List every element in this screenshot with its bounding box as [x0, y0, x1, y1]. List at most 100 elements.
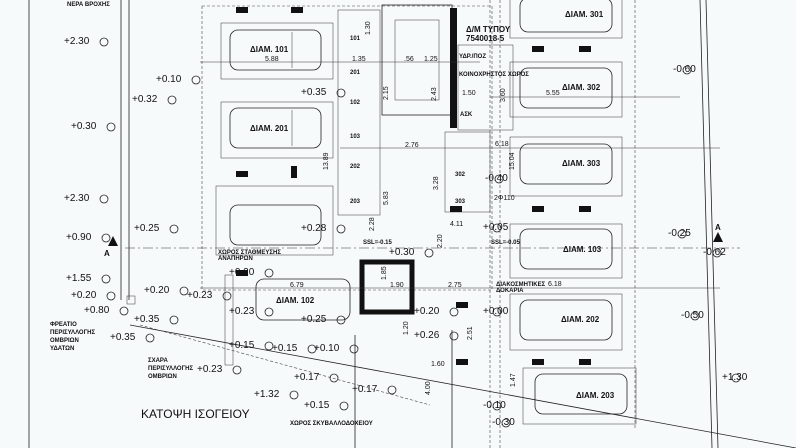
section-marker-right-icon — [713, 232, 723, 242]
drain-pit-label: ΠΕΡΙΣΥΛΛΟΓΗΣ — [50, 330, 96, 336]
parking-label: ΔΙΑΜ. 303 — [562, 159, 601, 168]
parking-label: ΔΙΑΜ. 101 — [250, 45, 289, 54]
stair-core — [394, 19, 440, 101]
elevation-symbol-icon — [449, 307, 459, 317]
svg-text:15.04: 15.04 — [509, 152, 516, 170]
svg-text:1.90: 1.90 — [390, 282, 404, 289]
svg-text:1.25: 1.25 — [424, 56, 438, 63]
parking-bay-disabled[interactable]: ΧΩΡΟΣ ΣΤΑΘΜΕΥΣΗΣ ΑΝΑΠΗΡΩΝ — [215, 185, 334, 262]
parking-label: ΔΙΑΜ. 301 — [565, 10, 604, 19]
elevation-symbol-icon — [232, 365, 242, 375]
elevation-label: +0.15 — [304, 400, 330, 411]
beams-note: ΔΟΚΑΡΙΑ — [496, 288, 524, 294]
elevation-label: -0.62 — [703, 247, 726, 258]
elevation-label: +0.10 — [314, 343, 340, 354]
section-marker-left-icon — [108, 236, 118, 246]
parking-bay[interactable]: ΔΙΑΜ. 302 — [509, 61, 623, 118]
elevation-symbol-icon — [424, 248, 434, 258]
dimensions: 5.88 13.89 5.83 2.15 2.76 3.28 4.11 2.43… — [200, 21, 720, 395]
ssl-label: SSL=-0.05 — [491, 240, 521, 246]
elevation-label: -0.40 — [485, 173, 508, 184]
elevation-label: -0.25 — [668, 228, 691, 239]
svg-text:2.76: 2.76 — [405, 142, 419, 149]
elevation-symbol-icon — [191, 75, 201, 85]
bins-area-label: ΧΩΡΟΣ ΣΚΥΒΑΛΛΟΔΟΧΕΙΟΥ — [290, 421, 373, 427]
elevation-symbol-icon — [222, 291, 232, 301]
svg-text:1.47: 1.47 — [510, 373, 517, 387]
elevation-label: +0.20 — [414, 306, 440, 317]
svg-text:6.18: 6.18 — [495, 141, 509, 148]
elevation-label: +0.17 — [352, 384, 378, 395]
meter-code-label: 7540018-5 — [466, 34, 505, 43]
elevation-symbol-icon — [169, 224, 179, 234]
meter-type-label: Δ/Μ ΤΥΠΟΥ — [466, 25, 511, 34]
elevation-label: +0.05 — [483, 222, 509, 233]
parking-label: ΔΙΑΜ. 203 — [576, 391, 615, 400]
elevation-symbol-icon — [712, 248, 722, 258]
elevation-symbol-icon — [289, 390, 299, 400]
elevation-symbol-icon — [336, 88, 346, 98]
svg-text:5.55: 5.55 — [546, 90, 560, 97]
elevation-symbol-icon — [119, 306, 129, 316]
parking-bay[interactable]: ΔΙΑΜ. 102 — [255, 278, 351, 321]
stair-wall — [450, 8, 457, 128]
elevation-symbol-icon — [329, 373, 339, 383]
elevation-symbol-icon — [449, 331, 459, 341]
storage-label: 303 — [455, 199, 466, 205]
elevation-symbol-icon — [307, 344, 317, 354]
svg-text:1.30: 1.30 — [365, 21, 372, 35]
parking-bay[interactable]: ΔΙΑΜ. 103 — [509, 223, 623, 279]
svg-text:1.85: 1.85 — [381, 266, 388, 280]
ssl-label: SSL=-0.15 — [363, 240, 393, 246]
parking-bay[interactable]: ΔΙΑΜ. 303 — [509, 136, 623, 197]
storage-label: 302 — [455, 172, 466, 178]
svg-text:2.28: 2.28 — [369, 217, 376, 231]
elevation-symbol-icon — [179, 286, 189, 296]
parking-label: ΔΙΑΜ. 103 — [563, 245, 602, 254]
parking-bay[interactable]: ΔΙΑΜ. 201 — [220, 101, 334, 159]
disabled-parking-label: ΑΝΑΠΗΡΩΝ — [218, 256, 253, 262]
staircase — [381, 4, 453, 116]
elevation-label: +0.20 — [144, 285, 170, 296]
elevation-label: +0.35 — [301, 87, 327, 98]
elevation-symbol-icon — [336, 315, 346, 325]
front-boundary — [129, 324, 796, 448]
storage-block-right — [444, 131, 491, 213]
storage-label: 203 — [350, 199, 361, 205]
svg-text:5.83: 5.83 — [383, 191, 390, 205]
svg-text:.56: .56 — [404, 56, 414, 63]
elevation-symbol-icon — [264, 268, 274, 278]
elevation-symbol-icon — [101, 233, 111, 243]
svg-text:2.51: 2.51 — [467, 326, 474, 340]
elevation-symbol-icon — [264, 307, 274, 317]
elevation-label: +0.30 — [71, 121, 97, 132]
elevation-symbol-icon — [99, 37, 109, 47]
drain-grate — [224, 274, 234, 366]
beams-note: ΔΙΑΚΟΣΜΗΤΙΚΕΣ — [496, 282, 546, 288]
grate-label: ΟΜΒΡΙΩΝ — [148, 374, 177, 380]
elevation-label: +1.32 — [254, 389, 280, 400]
svg-text:1.35: 1.35 — [352, 56, 366, 63]
section-marker-label: A — [104, 249, 110, 258]
elevation-label: +0.20 — [229, 267, 255, 278]
parking-bay[interactable]: ΔΙΑΜ. 203 — [522, 367, 637, 425]
elevation-label: +0.90 — [66, 232, 92, 243]
grate-label: ΠΕΡΙΣΥΛΛΟΓΗΣ — [148, 366, 194, 372]
elevation-symbol-icon — [169, 315, 179, 325]
elevation-label: +0.00 — [483, 306, 509, 317]
elevation-label: +0.35 — [134, 314, 160, 325]
parking-bay[interactable]: ΔΙΑΜ. 101 — [220, 22, 334, 80]
elevation-label: +0.10 — [156, 74, 182, 85]
elevation-label: +0.25 — [134, 223, 160, 234]
svg-text:3.60: 3.60 — [500, 88, 507, 102]
svg-text:2.43: 2.43 — [431, 87, 438, 101]
parking-bay[interactable]: ΔΙΑΜ. 202 — [509, 293, 623, 351]
room-label: ΥΔΡ./ΠΟΖ — [459, 54, 486, 60]
room-label: ΚΟΙΝΟΧΡΗΣΤΟΣ ΧΩΡΟΣ — [459, 72, 529, 78]
elevation-symbol-icon — [336, 224, 346, 234]
parking-bay[interactable]: ΔΙΑΜ. 301 — [509, 0, 623, 39]
drain-pit-label: ΥΔΑΤΩΝ — [50, 346, 74, 352]
elevation-label: -0.50 — [681, 310, 704, 321]
